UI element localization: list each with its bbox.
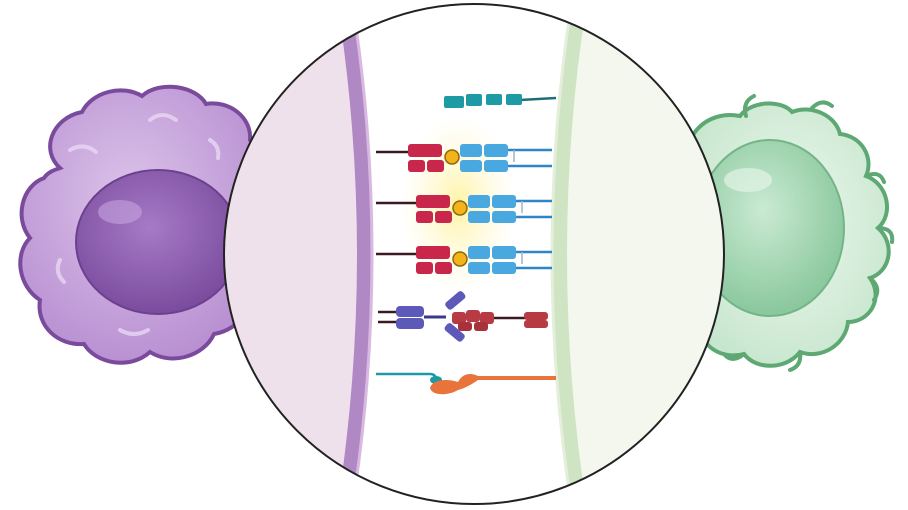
b7-domain (524, 312, 548, 320)
cd28-domain (396, 306, 424, 317)
zoom-circle-outline (223, 3, 725, 505)
adhesion-pair (376, 372, 556, 395)
left-membrane (337, 4, 371, 504)
tcr-domain (468, 246, 490, 259)
tcr-domain (484, 160, 508, 172)
teal-receptor (444, 94, 557, 108)
tcr-domain (460, 160, 482, 172)
left-cell-texture (55, 113, 237, 336)
tcr-domain (468, 262, 490, 274)
right-cell (688, 94, 895, 372)
right-cell-nucleus-highlight (724, 168, 772, 192)
mhc-alpha-domain (416, 195, 450, 208)
cd28-arm (445, 291, 466, 310)
left-cell-nucleus-highlight (98, 200, 142, 224)
tcr-domain (468, 211, 490, 223)
mhc-domain (427, 160, 444, 172)
mhc-domain (435, 262, 452, 274)
b7-domain (466, 310, 480, 322)
costimulatory-pair (378, 291, 548, 342)
tcr-domain (492, 246, 516, 259)
cd28-arm (444, 323, 465, 342)
b7-domain (452, 312, 466, 324)
right-membrane-inner (550, 4, 574, 504)
tcr-domain (460, 144, 482, 157)
mhc-domain (416, 211, 433, 223)
left-cell (18, 84, 268, 365)
tcr-domain (492, 262, 516, 274)
mhc-domain (435, 211, 452, 223)
mhc-alpha-domain (416, 246, 450, 259)
left-membrane-inner (350, 4, 374, 504)
adhesion-receptor (430, 374, 556, 395)
mhc-domain (408, 160, 425, 172)
peptide (444, 149, 460, 165)
b7-domain (524, 320, 548, 328)
tcr-domain (484, 144, 508, 157)
mhc-domain (416, 262, 433, 274)
mhc-tcr-complexes (376, 144, 552, 274)
right-cell-protrusions (722, 94, 895, 372)
right-membrane (553, 4, 587, 504)
b7-domain (474, 322, 488, 331)
peptide (452, 251, 468, 267)
zoom-inset (223, 3, 725, 505)
cd28-domain (396, 318, 424, 329)
tcr-domain (468, 195, 490, 208)
mhc-alpha-domain (408, 144, 442, 157)
peptide (452, 200, 468, 216)
b7-domain (480, 312, 494, 324)
tcr-domain (492, 195, 516, 208)
tcr-domain (492, 211, 516, 223)
left-cell-nucleus (75, 169, 241, 315)
b7-domain (458, 322, 472, 331)
